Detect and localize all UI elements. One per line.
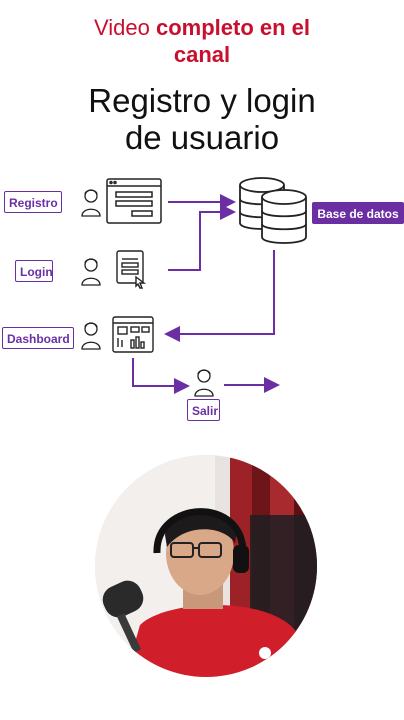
title-line-2: de usuario xyxy=(124,119,280,156)
promo-prefix: Video xyxy=(93,15,156,40)
promo-bold-2: canal xyxy=(173,42,231,67)
user-icon-dashboard xyxy=(81,322,101,350)
arrow-db-dashboard xyxy=(164,250,275,342)
label-dashboard: Dashboard xyxy=(2,327,74,349)
arrow-dashboard-salir xyxy=(132,358,190,394)
promo-banner: Video completo en el canal xyxy=(0,14,404,68)
user-icon-salir xyxy=(194,369,214,397)
arrow-login-db xyxy=(168,204,236,271)
label-salir: Salir xyxy=(187,399,220,421)
dashboard-icon xyxy=(112,316,154,353)
webcam-overlay xyxy=(95,455,317,677)
label-base-de-datos: Base de datos xyxy=(312,202,404,224)
presenter-image xyxy=(95,455,317,677)
registration-form-icon xyxy=(106,178,162,224)
label-login: Login xyxy=(15,260,53,282)
promo-bold-1: completo en el xyxy=(155,15,311,40)
login-form-icon xyxy=(116,250,147,289)
page-title: Registro y login de usuario xyxy=(0,82,404,156)
user-icon-login xyxy=(81,258,101,286)
label-registro: Registro xyxy=(4,191,62,213)
database-icon xyxy=(239,177,307,244)
user-icon-registro xyxy=(81,189,101,217)
title-line-1: Registro y login xyxy=(88,82,316,119)
